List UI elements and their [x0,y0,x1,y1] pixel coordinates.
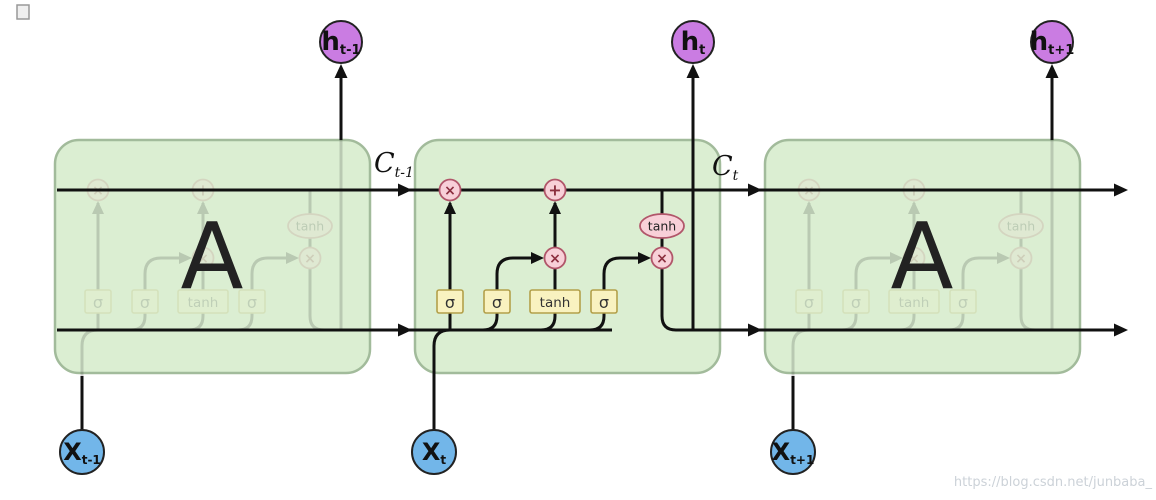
cell-state-curr-label: Ct [712,151,739,184]
missing-glyph-artifact [16,4,30,20]
x-curr-label: Xt [422,438,447,467]
c-prev-base: C [374,148,395,179]
c-curr-sub: t [733,168,739,184]
arrow-right-icon [748,323,762,337]
x-prev-sub: t-1 [82,453,101,467]
h-next-sub: t+1 [1048,43,1074,58]
x-prev-label: Xt-1 [63,438,101,467]
cell-state-prev-label: Ct-1 [374,148,414,181]
h-prev-sub: t-1 [340,43,361,58]
x-next-base: X [772,438,791,466]
h-next-node [1030,20,1074,64]
h-next-label: ht+1 [1030,27,1075,58]
x-curr-node [411,429,457,475]
arrow-right-icon [748,183,762,197]
cell-next-name: A [891,203,954,310]
x-curr-base: X [422,438,441,466]
c-prev-sub: t-1 [395,165,414,181]
arrow-up-icon [334,64,348,78]
h-prev-label: ht-1 [321,27,360,58]
arrow-up-icon [686,64,700,78]
h-curr-node [671,20,715,64]
arrow-up-icon [1045,64,1059,78]
x-next-sub: t+1 [790,453,814,467]
h-next-base: h [1030,27,1049,57]
x-next-label: Xt+1 [772,438,815,467]
h-curr-sub: t [699,43,705,58]
h-curr-label: ht [681,27,706,58]
c-curr-base: C [712,151,733,182]
lstm-cell-current [413,138,722,375]
h-prev-base: h [321,27,340,57]
arrow-right-icon [398,183,412,197]
h-curr-base: h [681,27,700,57]
arrow-right-icon [1114,323,1128,337]
arrow-right-icon [398,323,412,337]
x-next-node [770,429,816,475]
x-prev-base: X [63,438,82,466]
x-prev-node [59,429,105,475]
watermark-text: https://blog.csdn.net/junbaba_ [954,475,1153,490]
x-curr-sub: t [440,453,446,467]
arrow-right-icon [1114,183,1128,197]
h-prev-node [319,20,363,64]
cell-prev-name: A [181,203,244,310]
